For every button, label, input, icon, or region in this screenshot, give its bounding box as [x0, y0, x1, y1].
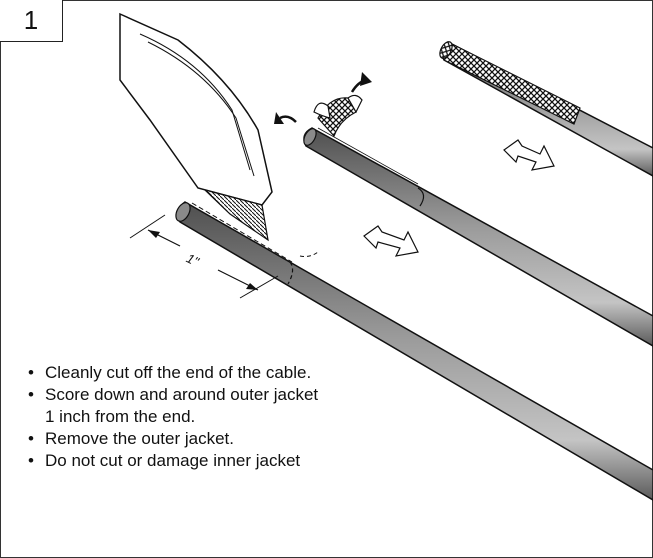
instruction-list: Cleanly cut off the end of the cable. Sc…	[28, 362, 318, 472]
instruction-text: Do not cut or damage inner jacket	[45, 451, 301, 470]
dimension-label: 1"	[184, 250, 202, 269]
step-number: 1	[0, 0, 63, 42]
instruction-item: Do not cut or damage inner jacket	[28, 450, 318, 472]
instruction-item: Remove the outer jacket.	[28, 428, 318, 450]
instruction-text: Remove the outer jacket.	[45, 429, 234, 448]
cable-back	[439, 41, 653, 177]
instruction-item: Cleanly cut off the end of the cable.	[28, 362, 318, 384]
instruction-text: Cleanly cut off the end of the cable.	[45, 363, 312, 382]
instruction-item: Score down and around outer jacket 1 inch…	[28, 384, 318, 428]
knife-blade	[119, 12, 273, 242]
cable-middle	[274, 72, 653, 347]
direction-arrow-right	[503, 139, 555, 171]
direction-arrow-left	[363, 225, 419, 257]
cable-front	[175, 201, 653, 501]
instruction-text-continued: 1 inch from the end.	[45, 407, 196, 426]
instruction-text: Score down and around outer jacket	[45, 385, 319, 404]
